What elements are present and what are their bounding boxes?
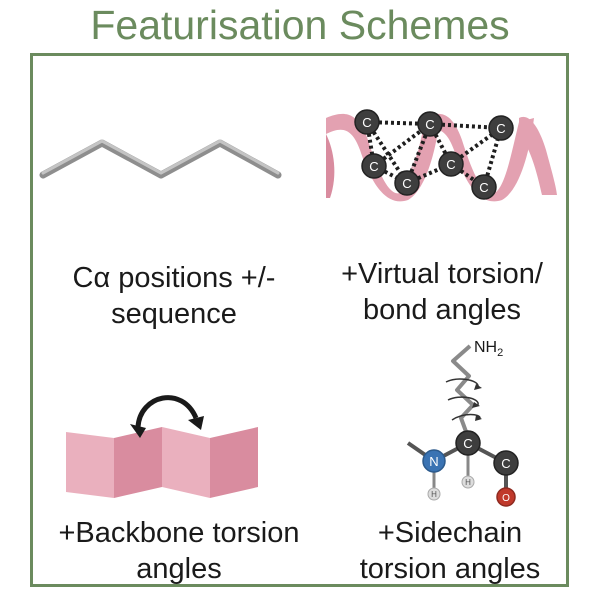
svg-text:N: N [429, 454, 438, 469]
amine-label: NH2 [474, 339, 503, 359]
label-line: angles [136, 553, 222, 585]
svg-text:C: C [501, 456, 510, 471]
svg-text:O: O [502, 493, 510, 504]
carbon-atom: C [417, 111, 443, 137]
svg-text:H: H [465, 478, 471, 487]
atom-label: C [496, 121, 505, 136]
label-line: +Sidechain [377, 517, 523, 549]
schemes-frame [30, 53, 569, 587]
atom-label: C [362, 115, 371, 130]
svg-text:C: C [463, 436, 472, 451]
carbonyl-carbon-atom: C [493, 450, 519, 476]
atom-label: C [479, 180, 488, 195]
beta-sheet-icon [66, 427, 258, 498]
carbon-atom: C [488, 115, 514, 141]
backbone-torsion-label: +Backbone torsion angles [34, 515, 324, 587]
carbon-atom: C [354, 109, 380, 135]
carbon-atom: C [361, 153, 387, 179]
label-line: Cα positions +/- [72, 262, 276, 294]
label-line: sequence [111, 298, 237, 330]
label-line: +Virtual torsion/ [341, 258, 543, 290]
atom-label: C [402, 176, 411, 191]
sidechain-torsion-label: +Sidechain torsion angles [330, 515, 570, 587]
alpha-carbon-atom: C [455, 430, 481, 456]
atom-label: C [446, 157, 455, 172]
hydrogen-atom: H [427, 487, 441, 501]
svg-text:H: H [431, 490, 437, 499]
page-title: Featurisation Schemes [90, 2, 510, 48]
label-line: +Backbone torsion [58, 517, 300, 549]
carbon-atoms: C C C C C C C [354, 109, 514, 200]
torsion-arrow-icon [130, 395, 204, 438]
label-line: torsion angles [359, 553, 541, 585]
virtual-torsion-label: +Virtual torsion/ bond angles [310, 256, 574, 328]
atom-label: C [369, 159, 378, 174]
label-line: bond angles [362, 294, 522, 326]
carbon-atom: C [438, 151, 464, 177]
carbon-atom: C [471, 174, 497, 200]
nitrogen-atom: N [422, 449, 446, 473]
oxygen-atom: O [496, 487, 516, 507]
sidechain-structure-icon [406, 344, 508, 495]
ca-trace-icon [39, 139, 282, 179]
carbon-atom: C [394, 170, 420, 196]
atom-label: C [425, 117, 434, 132]
ca-positions-label: Cα positions +/- sequence [44, 260, 304, 332]
hydrogen-atom: H [461, 475, 475, 489]
